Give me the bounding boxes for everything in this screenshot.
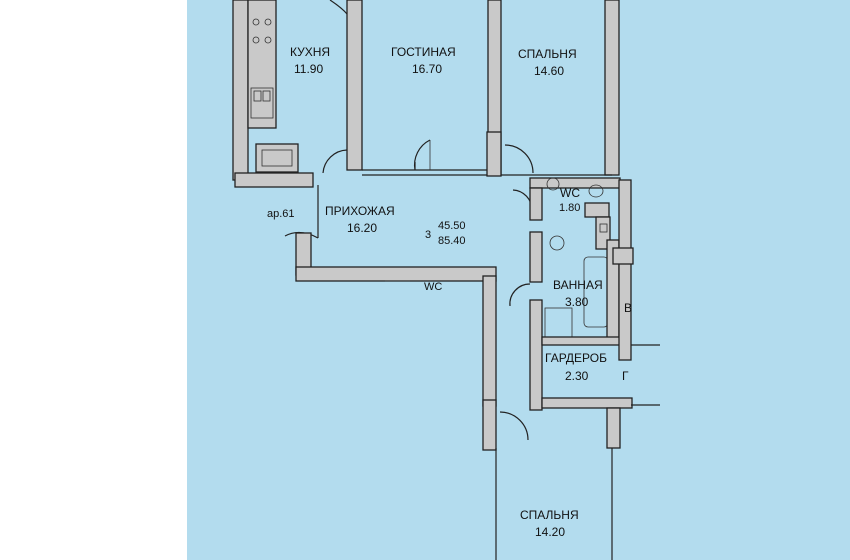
plan-background — [187, 0, 850, 560]
neighbour-bath-fragment: В — [624, 301, 632, 315]
apartment-number: ар.61 — [267, 208, 295, 220]
bath-room — [509, 231, 620, 411]
hall-name: ПРИХОЖАЯ — [325, 204, 395, 218]
apartment-living-area: 45.50 — [438, 220, 466, 232]
bedroom-1-area: 14.60 — [534, 64, 564, 78]
bedroom-1-room — [501, 0, 620, 176]
living-room — [362, 0, 502, 177]
living-name: ГОСТИНАЯ — [391, 45, 456, 59]
kitchen-name: КУХНЯ — [290, 45, 330, 59]
kitchen-area: 11.90 — [294, 62, 323, 76]
hall-room — [234, 149, 497, 451]
apartment-rooms-count: 3 — [425, 229, 431, 241]
bath-area: 3.80 — [565, 295, 589, 309]
bedroom-1-name: СПАЛЬНЯ — [518, 47, 577, 61]
wc-name: WC — [560, 186, 580, 200]
wardrobe-area: 2.30 — [565, 369, 589, 383]
wardrobe-name: ГАРДЕРОБ — [545, 351, 607, 365]
wc-area: 1.80 — [559, 202, 580, 214]
apartment-total-area: 85.40 — [438, 235, 466, 247]
kitchen-room — [232, 0, 363, 181]
living-area: 16.70 — [412, 62, 442, 76]
bedroom-2-room — [495, 407, 621, 560]
bath-name: ВАННАЯ — [553, 278, 603, 292]
bedroom-2-area: 14.20 — [535, 525, 565, 539]
neighbour-wc-fragment: WC — [424, 281, 442, 293]
hall-area: 16.20 — [347, 221, 377, 235]
neighbour-wardrobe-fragment: Г — [622, 369, 629, 383]
bedroom-2-name: СПАЛЬНЯ — [520, 508, 579, 522]
neighbour-apartment — [612, 179, 660, 406]
